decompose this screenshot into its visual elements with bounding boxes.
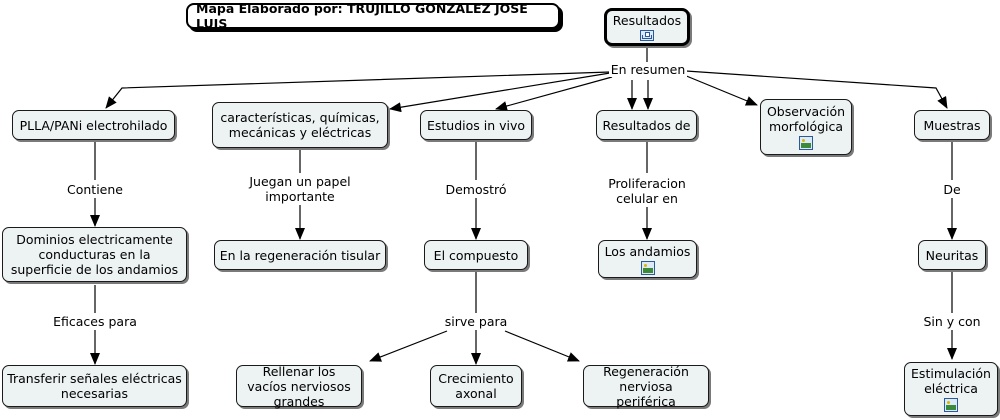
concept-muestras[interactable]: Muestras	[914, 110, 990, 140]
concept-observacion-morfologica[interactable]: Observación morfológica	[760, 99, 852, 155]
concept-label: El compuesto	[433, 247, 519, 263]
concept-regeneracion-nerviosa[interactable]: Regeneración nerviosa periférica	[583, 363, 709, 409]
concept-los-andamios[interactable]: Los andamios	[598, 240, 697, 278]
concept-label: Estudios in vivo	[426, 117, 526, 133]
concept-label: características, químicas, mecánicas y e…	[220, 110, 380, 140]
concept-label: Muestras	[923, 117, 981, 133]
concept-dominios[interactable]: Dominios electricamente conducturas en l…	[2, 227, 187, 282]
concept-label: Regeneración nerviosa periférica	[603, 363, 689, 409]
image-icon[interactable]	[799, 136, 813, 150]
concept-label: Dominios electricamente conducturas en l…	[10, 232, 179, 277]
link-de: De	[932, 182, 972, 197]
concept-root-resultados[interactable]: Resultados	[604, 8, 690, 46]
map-author-title-text: Mapa Elaborado por: TRUJILLO GONZALEZ JO…	[196, 1, 528, 31]
concept-caracteristicas[interactable]: características, químicas, mecánicas y e…	[212, 102, 388, 148]
link-demostro: Demostró	[436, 182, 516, 197]
concept-label: Transferir señales eléctricas necesarias	[7, 371, 182, 401]
link-en-resumen: En resumen	[609, 62, 687, 77]
concept-label: Resultados de	[602, 117, 691, 133]
concept-plla-pani[interactable]: PLLA/PANi electrohilado	[12, 110, 175, 140]
link-contiene: Contiene	[55, 182, 135, 197]
concept-estudios-in-vivo[interactable]: Estudios in vivo	[420, 110, 532, 140]
concept-label: Observación morfológica	[766, 104, 846, 134]
concept-label: Crecimiento axonal	[438, 371, 514, 401]
image-icon[interactable]	[640, 260, 655, 275]
concept-resultados-de[interactable]: Resultados de	[596, 110, 697, 140]
map-author-title: Mapa Elaborado por: TRUJILLO GONZALEZ JO…	[186, 1, 560, 31]
concept-crecimiento-axonal[interactable]: Crecimiento axonal	[430, 365, 522, 407]
concept-label: Estimulación eléctrica	[911, 366, 991, 396]
concept-map-icon[interactable]	[640, 30, 654, 41]
concept-rellenar-vacios[interactable]: Rellenar los vacíos nerviosos grandes	[236, 363, 362, 409]
concept-label: En la regeneración tisular	[219, 247, 381, 263]
concept-estimulacion-electrica[interactable]: Estimulación eléctrica	[904, 362, 998, 416]
image-icon[interactable]	[944, 398, 958, 412]
link-eficaces-para: Eficaces para	[45, 314, 145, 329]
concept-label: Los andamios	[604, 243, 691, 259]
link-sirve-para: sirve para	[436, 314, 516, 329]
concept-neuritas[interactable]: Neuritas	[918, 240, 986, 270]
concept-label: PLLA/PANi electrohilado	[19, 117, 168, 133]
concept-label: Neuritas	[925, 247, 979, 263]
concept-transferir-senales[interactable]: Transferir señales eléctricas necesarias	[2, 365, 187, 407]
concept-label: Resultados	[612, 13, 682, 28]
concept-label: Rellenar los vacíos nerviosos grandes	[247, 363, 351, 409]
link-juegan-papel: Juegan un papel importante	[240, 174, 360, 204]
concept-regeneracion-tisular[interactable]: En la regeneración tisular	[214, 240, 386, 270]
link-proliferacion: Proliferacion celular en	[597, 176, 697, 206]
link-sin-y-con: Sin y con	[917, 314, 987, 329]
concept-el-compuesto[interactable]: El compuesto	[424, 240, 528, 270]
